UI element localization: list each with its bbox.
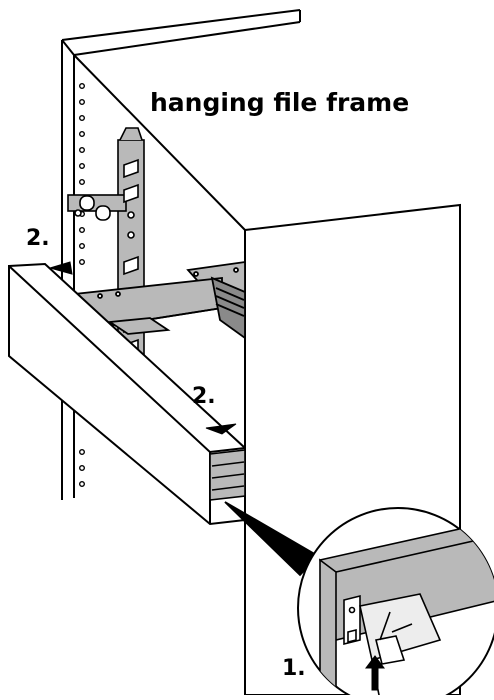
detail-magnifier (297, 507, 494, 700)
step-2-label-right: 2. (192, 384, 216, 409)
diagram-title: hanging file frame (150, 88, 410, 117)
cabinet-side-panel (61, 9, 301, 500)
drawer-runner (209, 449, 246, 501)
arrow-up-icon (365, 655, 385, 691)
step-2-arrows (48, 261, 237, 435)
system-holes (78, 82, 85, 488)
step-1-label: 1. (282, 656, 306, 681)
step-2-label-left: 2. (26, 226, 50, 251)
